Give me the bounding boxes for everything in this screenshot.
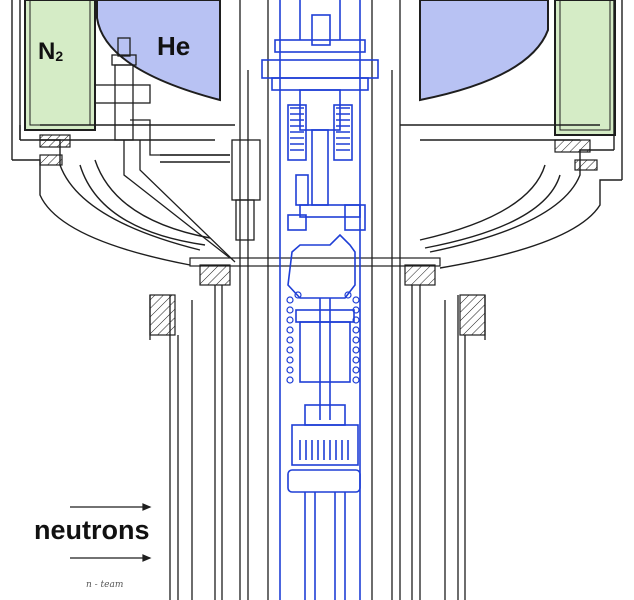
nitrogen-symbol: N bbox=[38, 38, 56, 65]
vertical-tubes bbox=[149, 0, 486, 600]
helium-reservoir-left bbox=[96, 0, 221, 102]
nitrogen-reservoir-right bbox=[554, 0, 616, 136]
neutron-arrows bbox=[70, 503, 152, 562]
flanges bbox=[39, 134, 598, 336]
helium-reservoir-right bbox=[419, 0, 549, 102]
neutrons-label: neutrons bbox=[34, 515, 150, 545]
nitrogen-subscript: 2 bbox=[55, 48, 64, 64]
nitrogen-label: N2 bbox=[38, 38, 63, 66]
team-signature: n - team bbox=[86, 580, 124, 590]
helium-label: He bbox=[157, 31, 191, 61]
sample-stick bbox=[261, 0, 379, 600]
nitrogen-reservoir-left bbox=[24, 0, 96, 131]
valve-assembly bbox=[94, 37, 261, 263]
coil-windings bbox=[286, 291, 360, 384]
